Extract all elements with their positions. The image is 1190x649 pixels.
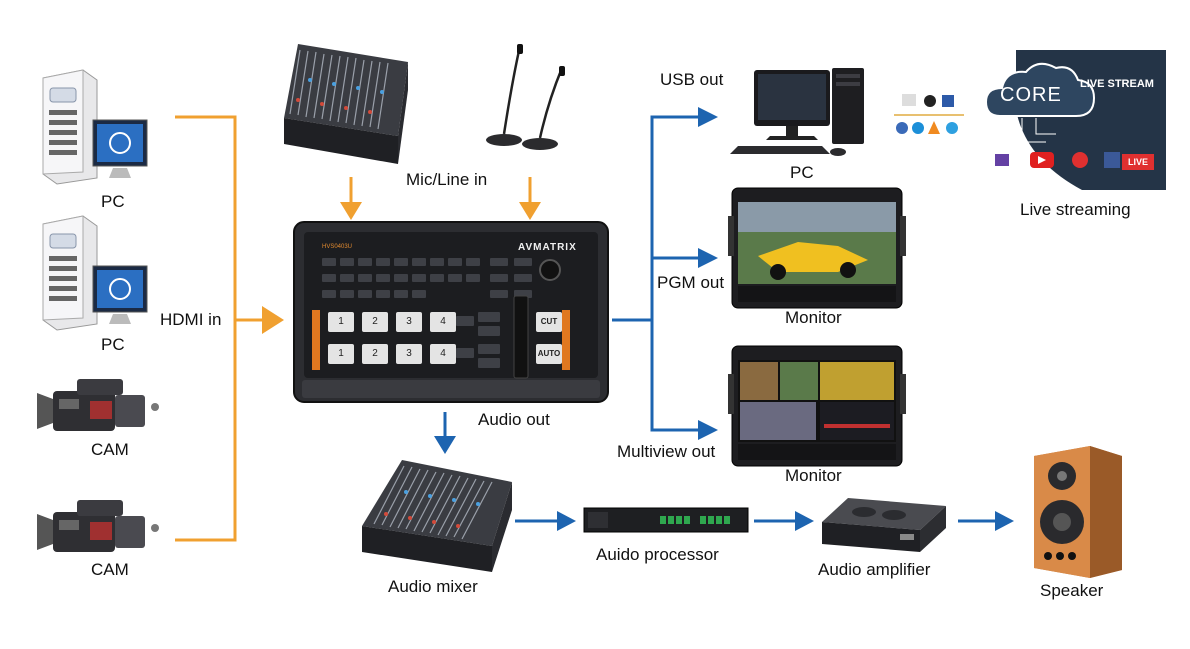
live-stream-panel: CORE LIVE STREAM LIVE xyxy=(986,50,1166,190)
pc-input-1 xyxy=(35,68,155,186)
pc-input-1-label: PC xyxy=(101,192,125,211)
pc-input-2-label: PC xyxy=(101,335,125,354)
switcher-model: HVS0403U xyxy=(322,244,353,250)
switcher-brand: AVMATRIX xyxy=(518,242,577,253)
streaming-app-icons xyxy=(890,88,980,142)
pgm-monitor xyxy=(728,186,908,312)
speaker-label: Speaker xyxy=(1040,581,1104,600)
camera-input-1-label: CAM xyxy=(91,440,129,459)
audio-out-label: Audio out xyxy=(478,410,550,429)
pvw-button-1[interactable]: 1 xyxy=(328,344,354,364)
pc-tower-icon xyxy=(42,215,148,331)
usb-out-label: USB out xyxy=(660,70,724,89)
camera-input-2-label: CAM xyxy=(91,560,129,579)
multiview-out-label: Multiview out xyxy=(617,442,716,461)
hdmi-in-arrow xyxy=(262,306,284,334)
live-stream-background xyxy=(986,50,1166,190)
audio-out-arrow xyxy=(434,412,456,454)
mixing-console-icon xyxy=(284,44,408,164)
pc-tower-icon xyxy=(42,69,148,185)
speaker-icon xyxy=(1034,446,1122,578)
camera-input-1 xyxy=(35,377,160,439)
amplifier-icon xyxy=(822,498,946,552)
monitor-icon xyxy=(728,345,906,467)
live-badge: LIVE xyxy=(1122,154,1154,170)
camera-icon xyxy=(37,379,159,431)
camera-input-2 xyxy=(35,498,160,560)
video-switcher: AVMATRIX HVS0403U 1 2 3 4 1 2 3 4 CUT AU… xyxy=(292,220,610,404)
microphone-icon xyxy=(486,44,565,150)
audio-mixer xyxy=(356,456,516,576)
audio-mixer-label: Audio mixer xyxy=(388,577,478,596)
audio-amplifier xyxy=(818,494,950,556)
pgm-monitor-label: Monitor xyxy=(785,308,842,327)
core-logo: CORE xyxy=(1000,84,1062,106)
pgm-button-2[interactable]: 2 xyxy=(362,312,388,332)
audio-amplifier-label: Audio amplifier xyxy=(818,560,931,579)
desktop-pc-icon xyxy=(730,68,864,156)
audio-mixer-input xyxy=(278,40,413,168)
pgm-button-4[interactable]: 4 xyxy=(430,312,456,332)
live-streaming-label: Live streaming xyxy=(1020,200,1131,219)
monitor-icon xyxy=(728,187,906,309)
output-pc xyxy=(730,66,870,160)
multiview-monitor-label: Monitor xyxy=(785,466,842,485)
pvw-button-3[interactable]: 3 xyxy=(396,344,422,364)
rack-processor-icon xyxy=(583,507,749,533)
video-output-tree xyxy=(612,115,700,432)
mixing-console-icon xyxy=(362,460,512,572)
pvw-button-4[interactable]: 4 xyxy=(430,344,456,364)
pgm-button-1[interactable]: 1 xyxy=(328,312,354,332)
pgm-out-arrow xyxy=(698,248,718,268)
multiview-out-arrow xyxy=(698,420,718,440)
audio-processor-label: Auido processor xyxy=(596,545,719,564)
output-pc-label: PC xyxy=(790,163,814,182)
app-icons-group xyxy=(894,94,964,134)
pgm-out-label: PGM out xyxy=(657,273,725,292)
pc-input-2 xyxy=(35,214,155,332)
gooseneck-microphones xyxy=(482,42,572,154)
auto-button[interactable]: AUTO xyxy=(536,344,562,364)
audio-chain-arrows xyxy=(515,511,1014,531)
cut-button[interactable]: CUT xyxy=(536,312,562,332)
live-stream-title: LIVE STREAM xyxy=(1080,78,1154,90)
audio-processor xyxy=(580,502,752,538)
speaker xyxy=(1030,442,1125,580)
mic-line-arrows xyxy=(340,177,541,220)
pgm-button-3[interactable]: 3 xyxy=(396,312,422,332)
mic-line-in-label: Mic/Line in xyxy=(406,170,488,189)
usb-out-arrow xyxy=(698,107,718,127)
pvw-button-2[interactable]: 2 xyxy=(362,344,388,364)
multiview-monitor xyxy=(728,344,908,470)
camera-icon xyxy=(37,500,159,552)
hdmi-in-label: HDMI in xyxy=(160,310,222,329)
